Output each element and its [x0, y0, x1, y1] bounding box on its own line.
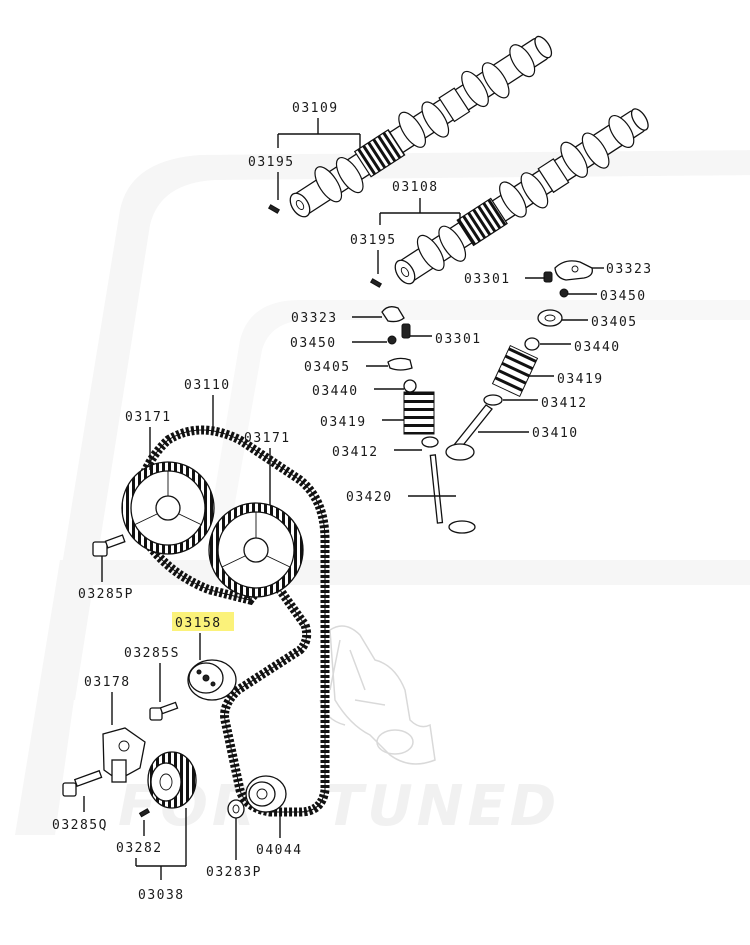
label-03171-right: 03171 [244, 431, 291, 446]
label-03038: 03038 [138, 888, 185, 903]
highlight-03158 [172, 612, 234, 631]
label-03450-left: 03450 [290, 336, 337, 351]
watermark-mascot [319, 625, 436, 765]
label-03285s: 03285S [124, 646, 180, 661]
label-03412-left: 03412 [332, 445, 379, 460]
label-03450-right: 03450 [600, 289, 647, 304]
bolt-03285s [149, 701, 179, 721]
rocker-arm-left [381, 306, 476, 534]
key-03282 [138, 808, 151, 818]
label-03285q: 03285Q [52, 818, 108, 833]
label-03195-lower: 03195 [350, 233, 397, 248]
label-03109: 03109 [292, 101, 339, 116]
valve-spring-right [491, 344, 539, 398]
label-03419-left: 03419 [320, 415, 367, 430]
cam-sprocket-left [121, 461, 215, 555]
label-03301-right: 03301 [464, 272, 511, 287]
label-03440-left: 03440 [312, 384, 359, 399]
timing-belt-03110 [134, 425, 330, 817]
label-03412-right: 03412 [541, 396, 588, 411]
tensioner-03178 [102, 727, 146, 783]
idler-04044 [245, 775, 287, 813]
label-04044: 04044 [256, 843, 303, 858]
watermark-text: TUNED [325, 774, 560, 839]
label-03410: 03410 [532, 426, 579, 441]
pin-03195-upper [267, 204, 281, 214]
leader-03108 [379, 198, 461, 225]
label-03323-right: 03323 [606, 262, 653, 277]
camshaft-03108 [394, 108, 649, 285]
label-03285p: 03285P [78, 587, 134, 602]
leader-03038 [135, 808, 187, 880]
nut-03283p [227, 799, 245, 819]
leader-03109 [277, 118, 361, 148]
label-03108: 03108 [392, 180, 439, 195]
label-03420: 03420 [346, 490, 393, 505]
label-03301-left: 03301 [435, 332, 482, 347]
label-03282: 03282 [116, 841, 163, 856]
label-03283p: 03283P [206, 865, 262, 880]
label-03405-left: 03405 [304, 360, 351, 375]
label-03440-right: 03440 [574, 340, 621, 355]
label-03195-upper: 03195 [248, 155, 295, 170]
bolt-03285q [62, 769, 103, 797]
bolt-03285p [92, 534, 126, 557]
cam-sprocket-right [208, 502, 304, 598]
label-03158: 03158 [175, 616, 222, 631]
label-03419-right: 03419 [557, 372, 604, 387]
crank-sprocket-03038 [147, 751, 197, 809]
label-03178: 03178 [84, 675, 131, 690]
rocker-arm-right [445, 260, 593, 461]
label-03323-left: 03323 [291, 311, 338, 326]
label-03405-right: 03405 [591, 315, 638, 330]
pin-03195-lower [369, 278, 383, 288]
label-03110: 03110 [184, 378, 231, 393]
camshaft-03109 [289, 35, 553, 218]
idler-pulley-03158 [187, 659, 237, 701]
valve-spring-left [403, 391, 435, 435]
label-03171-left: 03171 [125, 410, 172, 425]
